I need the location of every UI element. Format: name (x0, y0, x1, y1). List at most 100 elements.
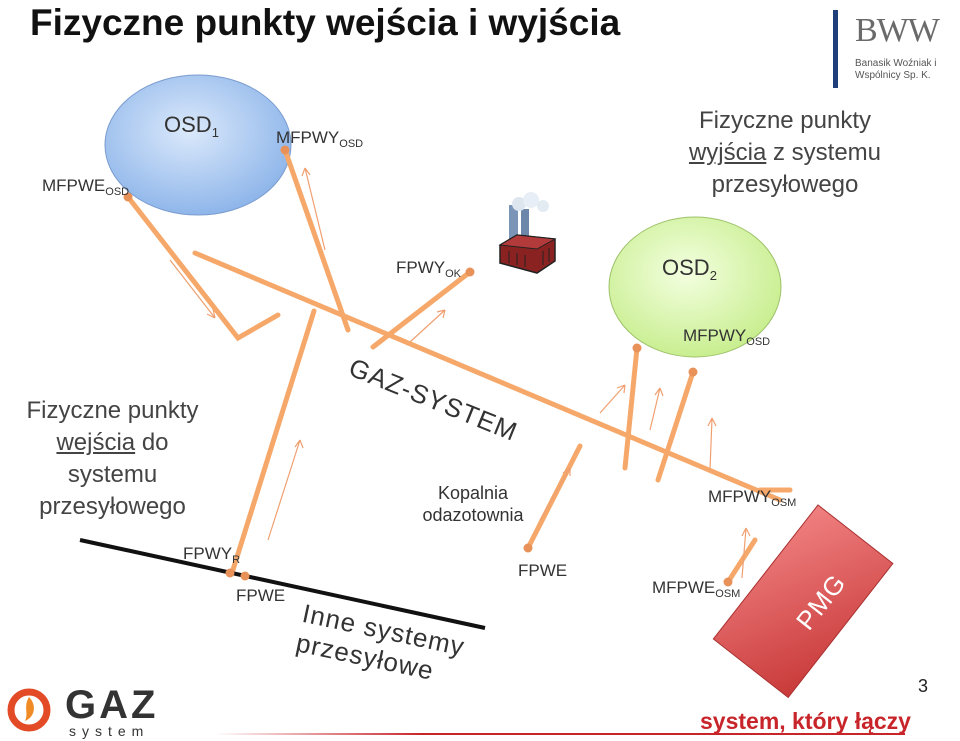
label-mfpwe-osd-sub: OSD (105, 186, 130, 198)
factory-roof (498, 234, 557, 250)
arrow-8 (707, 417, 717, 471)
dot-mfpwe-osd (123, 192, 133, 202)
dot-fpwe-mid (523, 543, 533, 553)
label-mfpwy-osd2-sub: OSD (746, 336, 771, 348)
footer-tagline: system, który łączy (700, 708, 911, 734)
label-mfpwy-osm-sub: OSM (771, 497, 797, 509)
bww-logo-bar (833, 10, 838, 88)
arrow-3 (409, 309, 446, 343)
gaz-logo-word: GAZ (65, 683, 159, 727)
entry-heading-line3: systemu (67, 461, 158, 488)
label-mfpwy-osd1-sub: OSD (339, 138, 364, 150)
label-fpwe-mid: FPWE (518, 561, 568, 580)
dot-fpwy-ok (465, 267, 475, 277)
gaz-logo-sub: system (69, 723, 150, 739)
pipe-mfpwe-osm (725, 537, 758, 585)
gaz-system-logo: GAZ system (5, 683, 215, 739)
osd1-label-main: OSD (164, 112, 212, 137)
factory-chimney-1 (509, 205, 518, 245)
entry-heading-line4: przesyłowego (39, 493, 186, 520)
label-fpwy-r: FPWYR (183, 544, 240, 566)
factory-windows (508, 248, 550, 267)
point-dots (123, 145, 733, 587)
osd1-label: OSD1 (164, 112, 219, 140)
footer-rule (215, 733, 905, 735)
label-mfpwy-osm-main: MFPWY (708, 487, 772, 506)
pipe-mfpwe-osd (125, 194, 281, 342)
label-mfpwe-osd: MFPWEOSD (42, 176, 129, 198)
arrow-6 (599, 384, 626, 414)
entry-heading-line1: Fizyczne punkty (26, 397, 199, 424)
bww-logo: BWW Banasik Woźniak i Wspólnicy Sp. K. (833, 10, 958, 88)
osd1-circle (104, 74, 292, 216)
entry-heading-line2: wejścia do (0, 427, 225, 459)
gaz-flame-icon (7, 688, 51, 732)
arrow-1 (169, 259, 216, 319)
pipe-fpwy-r (229, 308, 317, 576)
osd2-label-sub: 2 (709, 268, 717, 283)
exit-heading-underlined: wyjścia (688, 139, 767, 166)
label-mfpwe-osm: MFPWEOSM (652, 578, 740, 600)
exit-points-heading: Fizyczne punkty wyjścia z systemu przesy… (670, 105, 900, 201)
dot-mfpwy-osd1 (280, 145, 290, 155)
dot-mfpwe-osm (723, 577, 733, 587)
dot-fpwy-r (225, 568, 235, 578)
exit-heading-line2-rest: z systemu (766, 139, 882, 166)
label-fpwy-r-sub: R (232, 554, 241, 566)
dot-osd2-a (632, 343, 642, 353)
label-mfpwe-osm-main: MFPWE (652, 578, 716, 597)
dot-osd2-b (688, 367, 698, 377)
label-mfpwy-osm: MFPWYOSM (708, 487, 796, 509)
osd2-label: OSD2 (662, 255, 717, 283)
pmg-box (712, 504, 894, 699)
label-kopalnia: Kopalnia odazotownia (408, 482, 538, 526)
factory-smoke-1 (512, 197, 526, 211)
label-fpwy-ok: FPWYOK (396, 258, 461, 280)
exit-heading-line1: Fizyczne punkty (698, 107, 872, 134)
bww-logo-name: Banasik Woźniak i Wspólnicy Sp. K. (855, 58, 937, 81)
label-fpwy-r-main: FPWY (183, 544, 233, 563)
label-fpwe-left: FPWE (236, 586, 286, 605)
label-mfpwe-osd-main: MFPWE (42, 176, 106, 195)
arrow-4 (267, 439, 304, 541)
pipe-fpwe-mid (525, 443, 583, 551)
exit-heading-line2: wyjścia z systemu (670, 137, 900, 169)
entry-heading-underlined: wejścia (56, 429, 136, 456)
label-mfpwe-osm-sub: OSM (715, 588, 741, 600)
page-number: 3 (918, 676, 929, 696)
pipe-main (192, 250, 783, 503)
label-kopalnia-line2: odazotownia (422, 505, 524, 525)
pipe-osd2-b (655, 369, 696, 483)
inne-systemy-line (79, 538, 486, 630)
pipelines (125, 147, 793, 585)
label-mfpwy-osd1: MFPWYOSD (276, 128, 363, 150)
label-mfpwy-osd1-main: MFPWY (276, 128, 340, 147)
label-kopalnia-line1: Kopalnia (437, 483, 509, 503)
factory-icon (498, 192, 557, 274)
factory-chimney-2 (521, 209, 529, 245)
osd1-label-sub: 1 (211, 125, 219, 140)
entry-heading-line2-rest: do (135, 429, 169, 456)
label-mfpwy-osd2-main: MFPWY (683, 326, 747, 345)
bww-logo-mark: BWW (855, 12, 940, 49)
entry-points-heading: Fizyczne punkty wejścia do systemu przes… (0, 395, 225, 523)
label-fpwy-ok-sub: OK (445, 268, 462, 280)
factory-smoke-3 (537, 200, 549, 212)
arrow-5 (539, 467, 571, 521)
pipe-osd2-a (622, 345, 640, 471)
arrow-2 (301, 167, 326, 251)
arrow-7 (649, 387, 664, 431)
factory-smoke-2 (523, 192, 539, 208)
osd2-label-main: OSD (662, 255, 710, 280)
label-fpwy-ok-main: FPWY (396, 258, 446, 277)
osd2-circle (608, 216, 782, 358)
pipe-mfpwy-osd1 (282, 147, 351, 333)
dot-fpwe-left (240, 571, 250, 581)
exit-heading-line3: przesyłowego (711, 171, 859, 198)
label-mfpwy-osd2: MFPWYOSD (683, 326, 770, 348)
arrow-9 (741, 527, 751, 579)
flow-arrows (169, 167, 751, 579)
pipe-fpwy-ok (370, 269, 473, 350)
page-title: Fizyczne punkty wejścia i wyjścia (30, 2, 621, 43)
